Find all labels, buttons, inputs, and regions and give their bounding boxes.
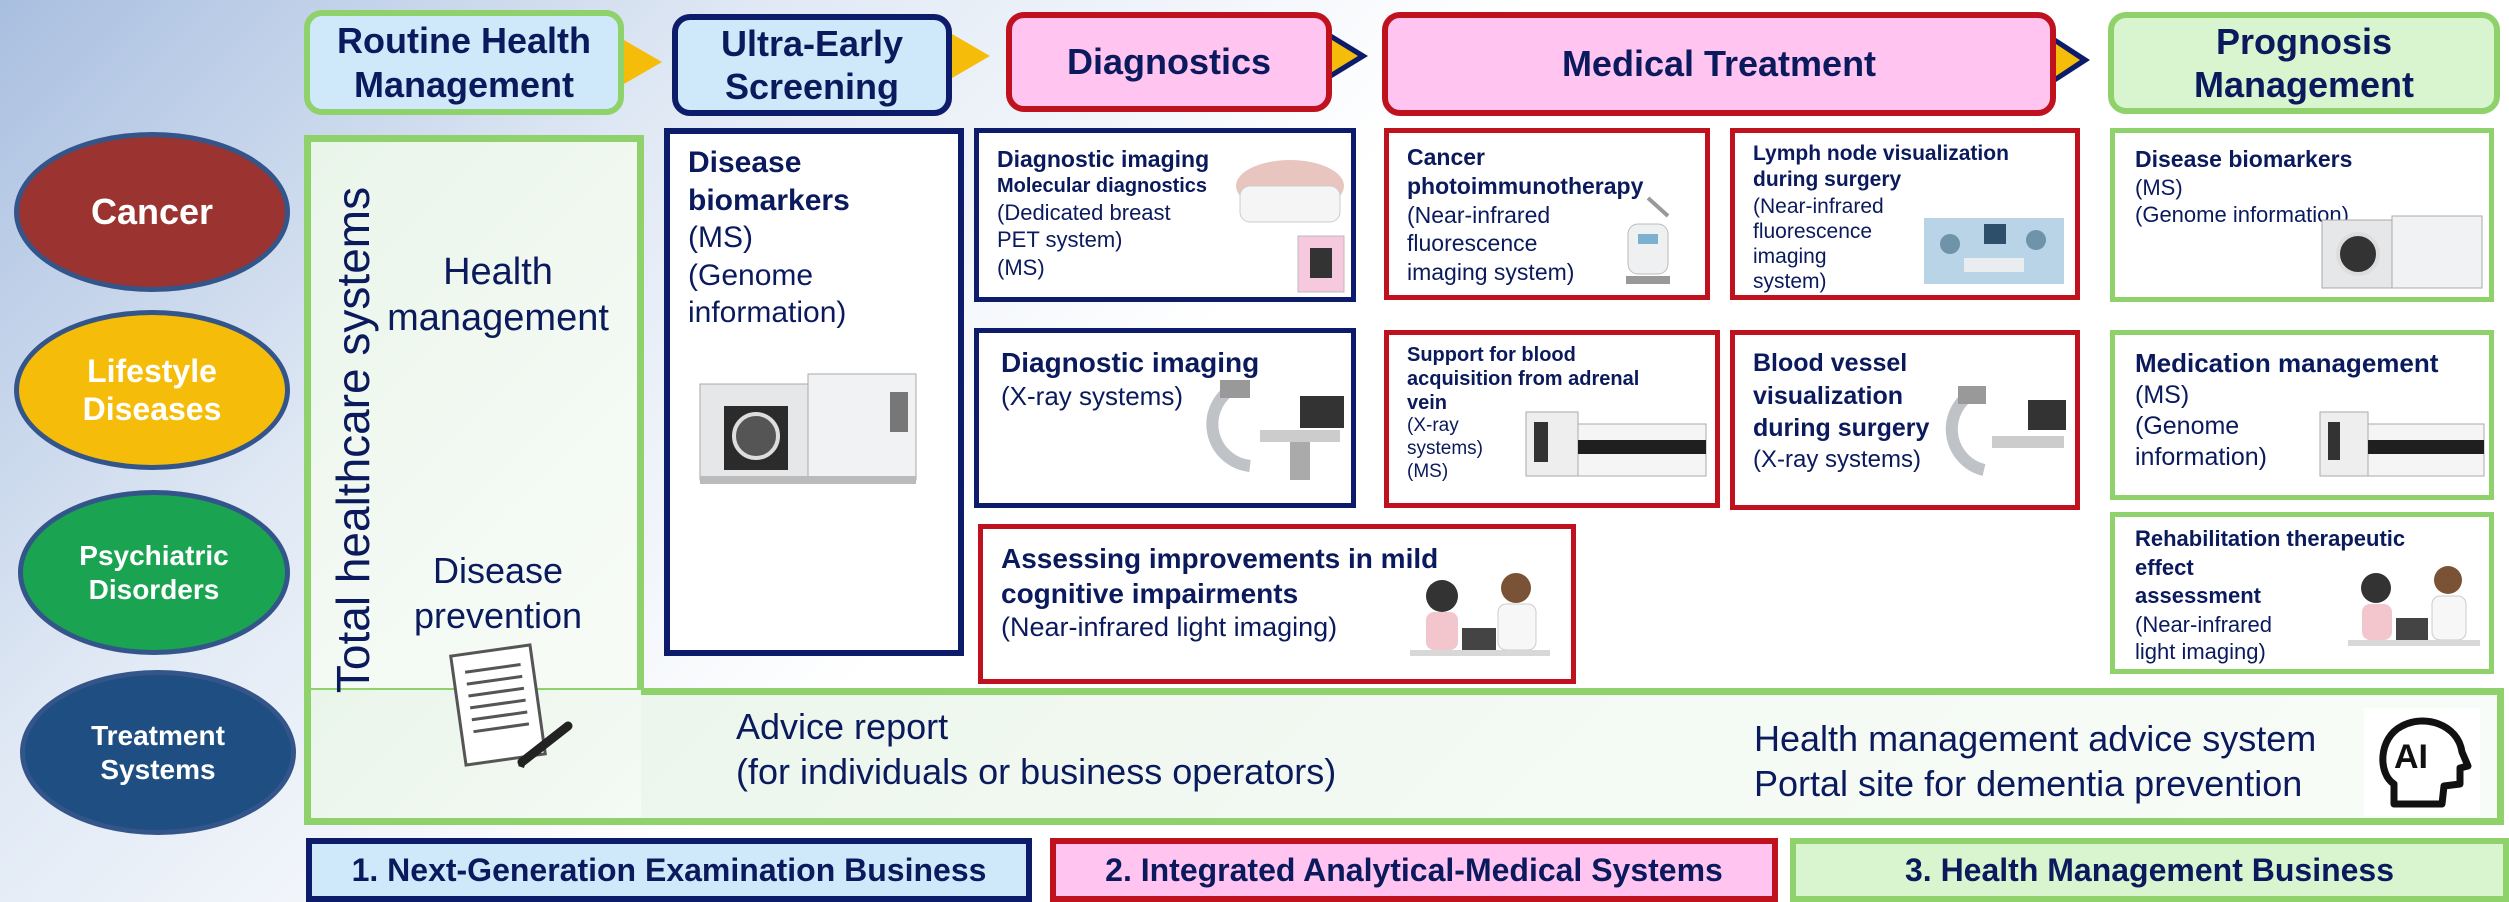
stage-ultra-early-screening: Ultra-Early Screening [672,14,952,116]
business-health-management: 3. Health Management Business [1790,838,2509,902]
business-next-generation-examination: 1. Next-Generation Examination Business [306,838,1032,902]
stage-prognosis-management: Prognosis Management [2108,12,2500,114]
box-title: Lymph node visualization during surgery [1753,142,2009,192]
diagnostic-imaging-xray-box: Diagnostic imaging (X-ray systems) [974,328,1356,508]
flow-arrow-icon [952,34,990,78]
flow-arrow-icon [1332,40,1358,72]
stage-routine-health-management: Routine Health Management [304,10,624,115]
box-body: (X-ray systems) (MS) [1407,415,1483,482]
angiography-system-image [1945,386,2066,476]
box-body: (MS) (Genome information) [688,221,847,329]
category-treatment-systems: Treatment Systems [20,670,296,835]
advice-area [304,688,2504,825]
box-subtitle: Molecular diagnostics [997,174,1208,197]
nirs-imaging-image [2348,566,2480,646]
mass-spectrometer-image [2321,215,2483,289]
box-title: Cancer photoimmunotherapy [1407,144,1644,199]
business-integrated-analytical-medical: 2. Integrated Analytical-Medical Systems [1050,838,1778,902]
disease-prevention-label: Disease prevention [413,550,583,636]
surgery-room-image [1924,218,2064,284]
box-body: (Near-infrared fluorescence imaging syst… [1407,201,1575,286]
box-body: (Near-infrared light imaging) [1001,612,1338,642]
box-title: Support for blood acquisition from adren… [1407,344,1640,414]
stage-diagnostics: Diagnostics [1006,12,1332,112]
box-title: Disease biomarkers [688,146,850,217]
mass-spectrometer-image [699,373,917,484]
health-management-label: Health management [387,251,609,339]
box-body: (Dedicated breast PET system) (MS) [997,199,1171,280]
ai-label: AI [2394,738,2428,776]
flow-arrow-icon [2056,44,2080,76]
report-document-icon [449,643,573,768]
advice-report-text: Advice report (for individuals or busine… [736,706,1337,792]
box-title: Disease biomarkers [2135,146,2353,172]
box-title: Medication management [2135,348,2439,378]
flow-arrow-icon [624,40,662,84]
analyzer-image [1525,411,1707,477]
box-title: Blood vessel visualization during surger… [1753,349,1930,442]
advice-system-text: Health management advice system Portal s… [1754,718,2317,804]
category-lifestyle-diseases: Lifestyle Diseases [14,310,290,470]
rehabilitation-assessment-box: Rehabilitation therapeutic effect assess… [2110,512,2494,674]
diagnostic-imaging-pet-box: Diagnostic imaging Molecular diagnostics… [974,128,1356,302]
box-body: (X-ray systems) [1753,445,1921,473]
box-title: Rehabilitation therapeutic effect assess… [2135,526,2406,609]
vertical-title: Total healthcare systems [327,186,379,694]
stage-medical-treatment: Medical Treatment [1382,12,2056,116]
box-body: (X-ray systems) [1001,381,1183,411]
category-cancer: Cancer [14,132,290,292]
nirs-imaging-image [1410,573,1550,656]
box-body: (Near-infrared light imaging) [2135,611,2272,665]
box-body: (MS) (Genome information) [2135,380,2267,472]
analyzer-image [2319,411,2485,477]
box-body: (Near-infrared fluorescence imaging syst… [1753,194,1884,294]
box-title: Assessing improvements in mild cognitive… [1001,543,1439,609]
box-title: Diagnostic imaging [997,146,1210,172]
category-psychiatric-disorders: Psychiatric Disorders [18,490,290,655]
xray-system-image [1206,380,1344,480]
box-title: Diagnostic imaging [1001,347,1260,378]
ai-head-icon: AI [2364,708,2480,816]
cancer-photoimmunotherapy-box: Cancer photoimmunotherapy (Near-infrared… [1384,128,1710,300]
nir-fluorescence-system-image [1626,196,1670,284]
pet-system-image [1236,160,1345,293]
mci-assessment-box: Assessing improvements in mild cognitive… [978,524,1576,684]
blood-vessel-visualization-box: Blood vessel visualization during surger… [1730,330,2080,510]
